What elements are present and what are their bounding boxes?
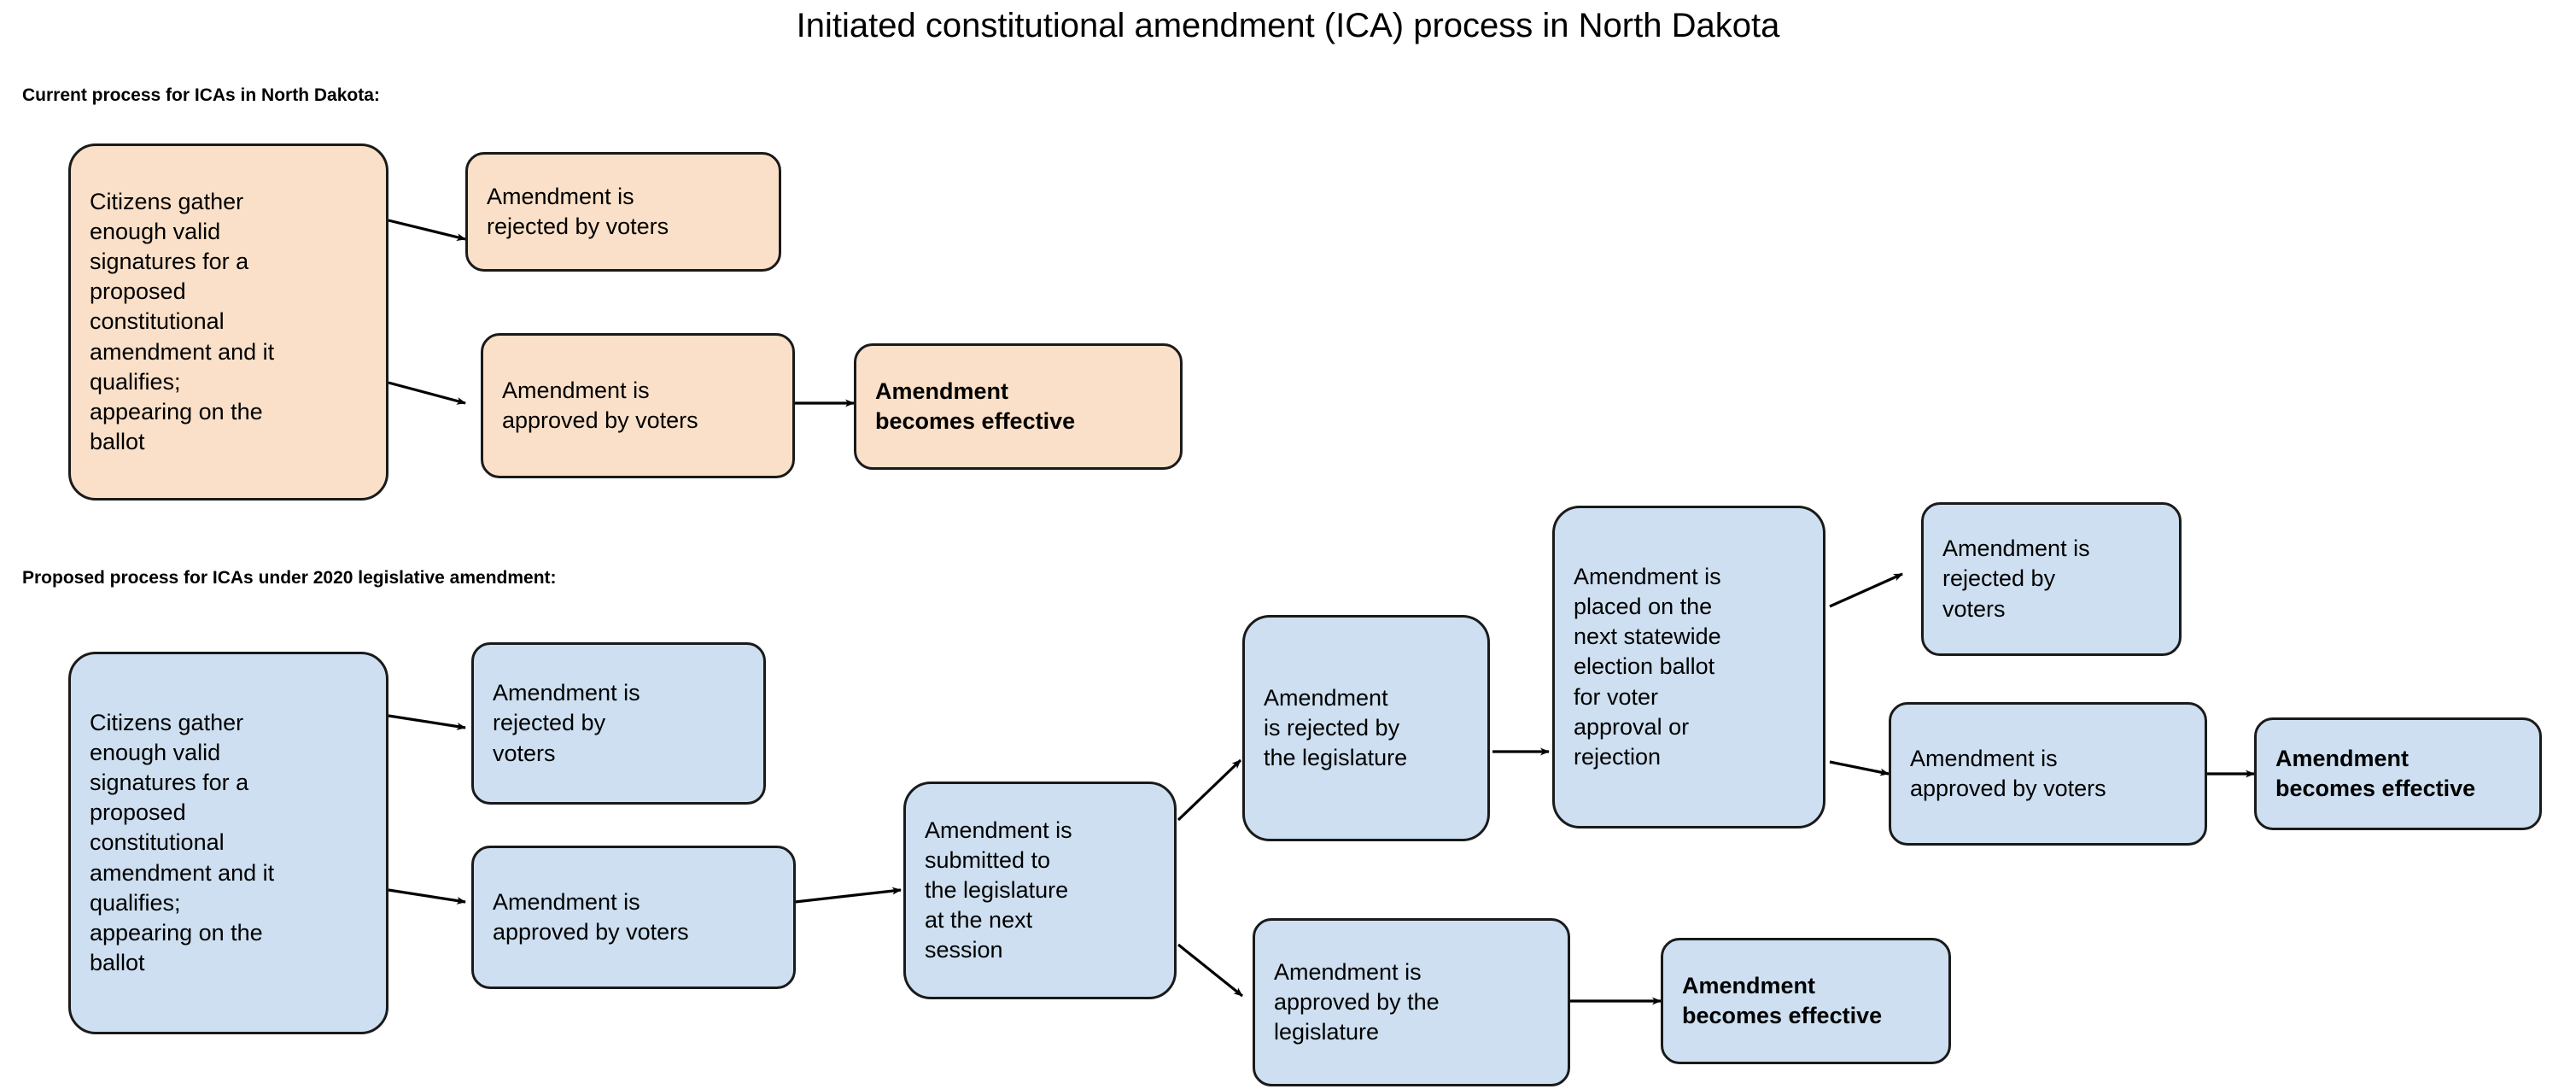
node-proposed-placed-on-ballot[interactable]: Amendment is placed on the next statewid…	[1552, 506, 1825, 828]
node-proposed-approved-by-legislature[interactable]: Amendment is approved by the legislature	[1253, 918, 1570, 1086]
node-proposed-rejected-by-legislature[interactable]: Amendment is rejected by the legislature	[1242, 615, 1490, 841]
node-proposed-effective-via-voters[interactable]: Amendment becomes effective	[2254, 717, 2542, 830]
node-current-approved-by-voters[interactable]: Amendment is approved by voters	[481, 333, 795, 478]
node-proposed-approved-by-voters-first[interactable]: Amendment is approved by voters	[471, 846, 796, 989]
node-proposed-submitted-to-legislature[interactable]: Amendment is submitted to the legislatur…	[903, 782, 1177, 999]
node-proposed-rejected-by-voters-second[interactable]: Amendment is rejected by voters	[1921, 502, 2182, 656]
node-current-rejected-by-voters[interactable]: Amendment is rejected by voters	[465, 152, 781, 272]
node-current-amendment-becomes-effective[interactable]: Amendment becomes effective	[854, 343, 1183, 470]
node-current-start[interactable]: Citizens gather enough valid signatures …	[68, 143, 388, 501]
section-label-current: Current process for ICAs in North Dakota…	[22, 85, 380, 105]
node-proposed-start[interactable]: Citizens gather enough valid signatures …	[68, 652, 388, 1034]
page-title: Initiated constitutional amendment (ICA)…	[796, 7, 1780, 44]
node-proposed-effective-via-legislature[interactable]: Amendment becomes effective	[1661, 938, 1951, 1064]
node-proposed-rejected-by-voters-first[interactable]: Amendment is rejected by voters	[471, 642, 766, 805]
section-label-proposed: Proposed process for ICAs under 2020 leg…	[22, 568, 557, 588]
node-proposed-approved-by-voters-second[interactable]: Amendment is approved by voters	[1889, 702, 2207, 846]
